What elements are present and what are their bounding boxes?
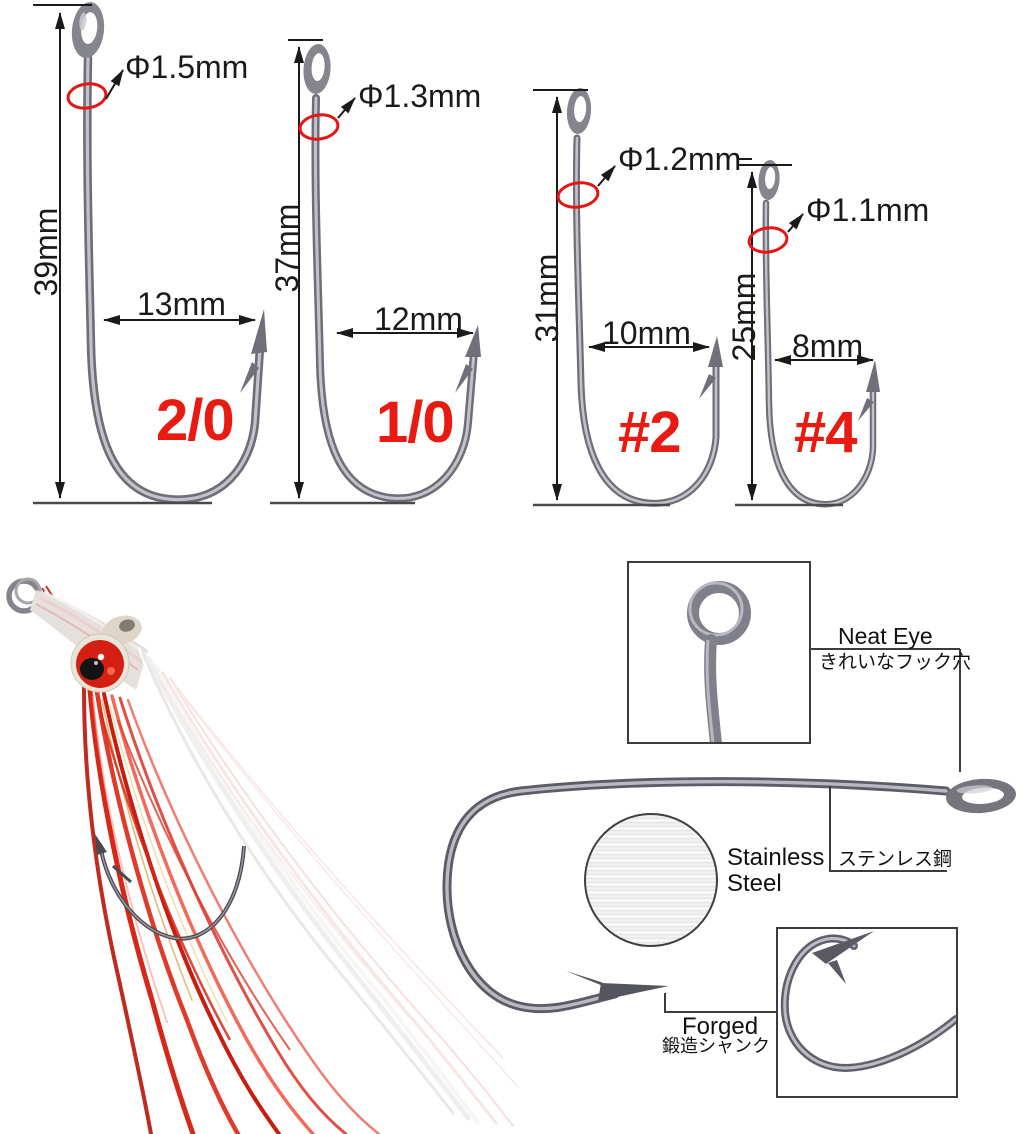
hook-2-gap-label: 12mm <box>374 301 463 337</box>
hook-2-size-label: 1/0 <box>376 390 455 455</box>
hook-1-length-label: 39mm <box>28 207 64 297</box>
hook-2-eye <box>303 44 331 94</box>
hook-4-wire-label: Φ1.1mm <box>806 192 930 228</box>
wire-circle <box>747 226 789 254</box>
big-hook-barb <box>566 971 613 990</box>
wire-circle <box>556 181 600 209</box>
stainless-label-jp: ステンレス鋼 <box>838 849 953 870</box>
hook-4-point <box>866 360 880 392</box>
hook-2-dimensions <box>270 39 474 505</box>
gold-flash-strand <box>101 699 193 1001</box>
hook-4-dimensions <box>735 164 874 507</box>
forged-hook-barb <box>828 960 846 984</box>
stainless-label-2: Steel <box>727 870 782 897</box>
hook-3-gap-label: 10mm <box>602 315 691 351</box>
neat-eye-label-jp: きれいなフック穴 <box>819 652 972 673</box>
hook-1-wire-label: Φ1.5mm <box>125 49 249 85</box>
hook-1-eye <box>71 2 105 58</box>
big-hook-photo <box>442 777 1016 1014</box>
hook-1-dimensions <box>33 4 256 505</box>
hook-2-barb <box>455 364 473 393</box>
forged-inset <box>776 927 958 1098</box>
hook-2-figure <box>303 44 481 503</box>
hook-4-gap-label: 8mm <box>792 328 864 364</box>
lure-head <box>70 615 142 693</box>
hook-3-dimensions <box>533 89 752 507</box>
stainless-label-1: Stainless <box>727 844 825 871</box>
hook-3-length-label: 31mm <box>529 253 565 343</box>
lure-red-hair <box>82 686 381 1134</box>
hook-2-point <box>465 325 481 357</box>
neat-eye-inset <box>627 561 811 744</box>
hook-3-figure <box>566 88 723 507</box>
hook-1-gap-label: 13mm <box>137 286 226 322</box>
wire-circle <box>298 113 340 141</box>
wire-pointer-arrow <box>787 213 804 233</box>
gold-flash-strand <box>109 705 228 1023</box>
lure-hook-bend <box>95 834 246 941</box>
hook-1-barb <box>240 362 259 393</box>
hook-3-size-label: #2 <box>618 400 682 465</box>
hook-1-point <box>251 309 267 354</box>
hook-3-eye <box>566 88 592 134</box>
wire-pointer-arrow <box>105 69 124 100</box>
hook-4-eye <box>758 160 780 200</box>
hook-4-barb <box>858 398 874 421</box>
stainless-callout-line <box>829 786 947 872</box>
hook-3-wire-label: Φ1.2mm <box>618 141 742 177</box>
forged-callout-line <box>664 993 776 1013</box>
hook-4-size-label: #4 <box>794 400 858 465</box>
wire-circle <box>66 82 108 110</box>
forged-label-jp: 鍛造シャンク <box>662 1036 770 1056</box>
hook-4-length-label: 25mm <box>726 272 762 362</box>
wire-pointer-arrow <box>337 97 356 119</box>
fly-lure-photo <box>6 577 520 1134</box>
hook-4-figure <box>758 160 880 508</box>
big-hook-point <box>598 983 669 1001</box>
forged-label: Forged <box>682 1013 759 1040</box>
big-hook-eye <box>946 778 1016 814</box>
stainless-inset <box>584 813 718 947</box>
hook-2-wire-label: Φ1.3mm <box>358 78 482 114</box>
hook-1-size-label: 2/0 <box>156 388 235 453</box>
hook-2-length-label: 37mm <box>269 203 305 293</box>
wire-pointer-arrow <box>597 165 616 187</box>
hook-3-point <box>708 336 723 367</box>
neat-eye-callout-lines <box>810 648 961 772</box>
hook-3-barb <box>699 374 716 399</box>
neat-eye-label: Neat Eye <box>838 623 933 649</box>
lure-white-hair <box>138 647 520 1129</box>
forged-hook-point <box>812 931 874 964</box>
lure-eye-pupil <box>80 658 104 680</box>
hook-1-figure <box>71 2 267 504</box>
